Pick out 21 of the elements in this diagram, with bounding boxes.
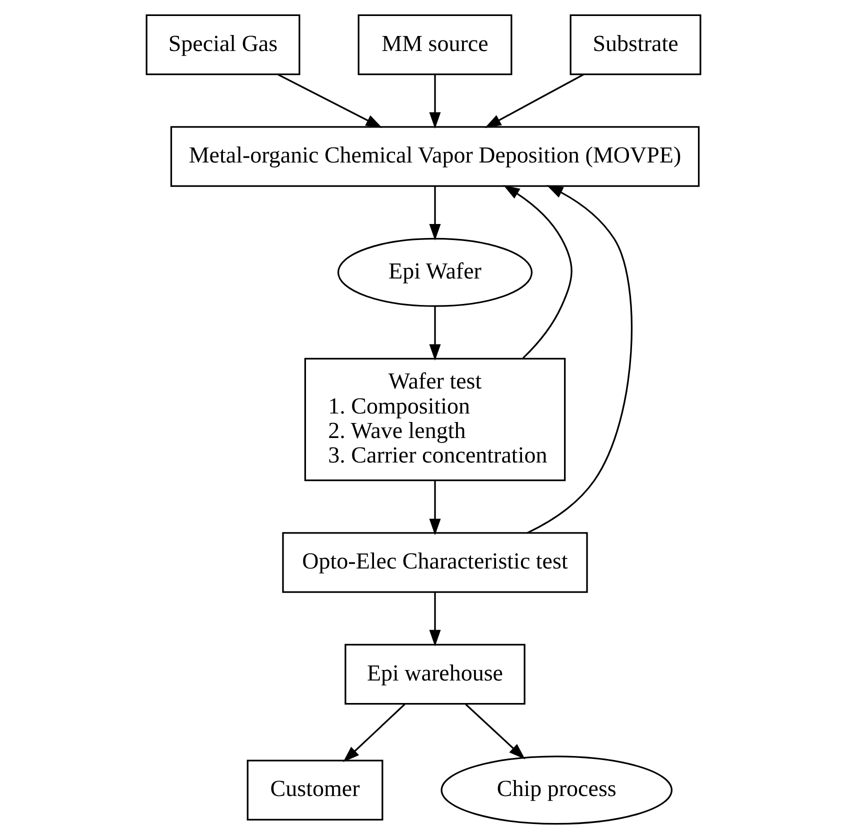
arrow	[343, 704, 406, 762]
arrow	[465, 704, 526, 760]
node-box: Customer	[246, 760, 384, 820]
arrow	[429, 306, 441, 361]
node-ellipse: Epi Wafer	[337, 238, 533, 307]
arrow	[429, 74, 441, 129]
node-box: MM source	[358, 14, 512, 76]
arrow	[503, 185, 572, 359]
node-box: Epi warehouse	[344, 644, 526, 705]
node-box: Wafer test 1. Composition 2. Wave length 3. Carrier concentration	[304, 358, 566, 482]
arrow	[429, 592, 441, 646]
node-box: Metal-organic Chemical Vapor Deposition (MOVPE)	[170, 126, 700, 187]
arrow	[429, 186, 441, 240]
arrow	[429, 480, 441, 536]
node-box: Opto-Elec Characteristic test	[282, 532, 588, 593]
arrow	[484, 74, 584, 128]
node-box: Substrate	[570, 14, 702, 76]
node-ellipse: Chip process	[440, 756, 672, 825]
arrow	[527, 185, 632, 534]
arrow	[278, 74, 382, 128]
node-box: Special Gas	[146, 14, 300, 76]
